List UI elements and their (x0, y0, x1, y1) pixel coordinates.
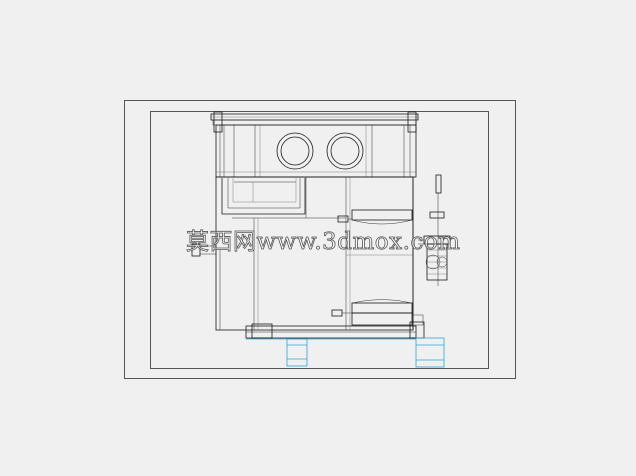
left-foot (286, 338, 308, 367)
upper-clamp (337, 209, 413, 225)
lower-clamp (331, 299, 413, 326)
machine-outline (191, 111, 451, 368)
porthole-left (276, 132, 314, 170)
inner-sheet-frame (150, 111, 489, 369)
gear-assembly (418, 174, 451, 286)
porthole-right (326, 132, 364, 170)
watermark-text: 莫西网www.3dmox.com (186, 229, 461, 256)
right-foot (415, 337, 445, 368)
outer-sheet-frame (124, 100, 516, 379)
